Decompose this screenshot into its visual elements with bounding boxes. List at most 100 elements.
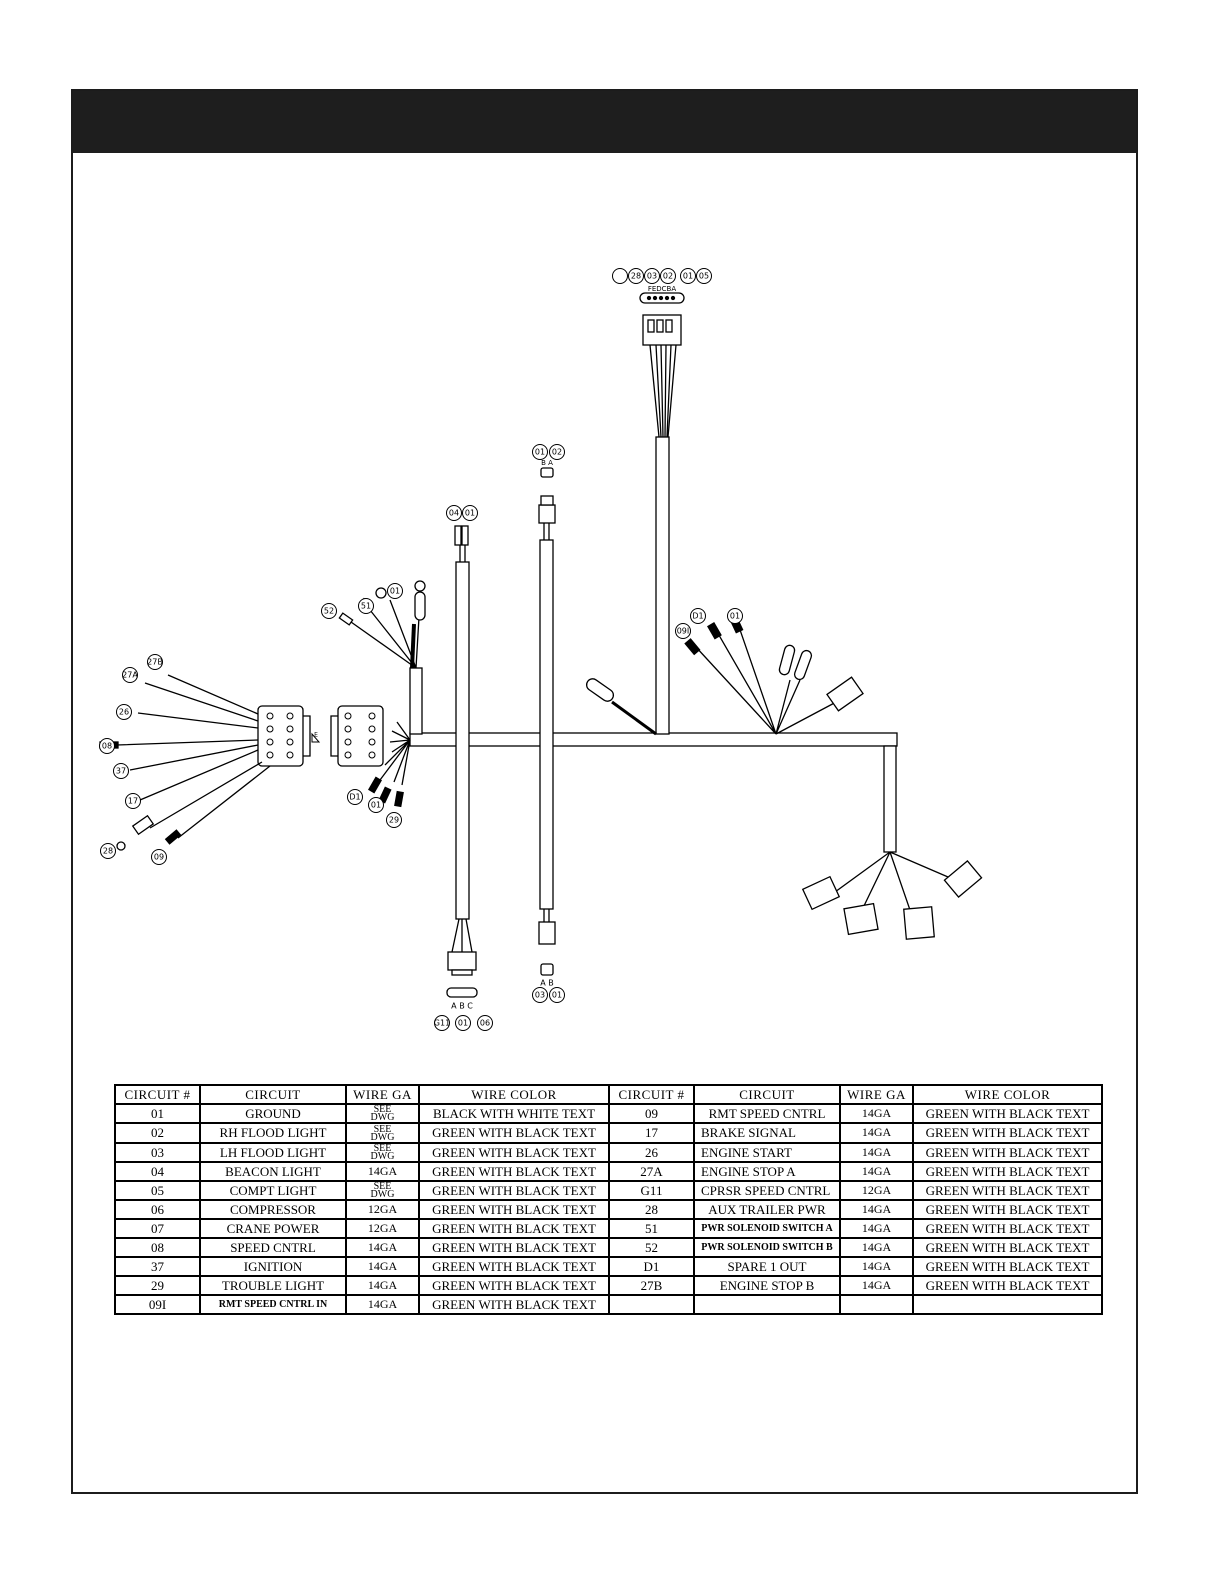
circuit-bubble <box>727 608 743 624</box>
wire-ga-cell: 12GA <box>839 1179 914 1202</box>
circuit-bubble-label: 01 <box>371 801 381 810</box>
header-circuit-number-2: CIRCUIT # <box>608 1084 695 1105</box>
circuit-bubble <box>358 598 374 614</box>
circuit-name-cell: CRANE POWER <box>199 1218 347 1239</box>
circuit-bubble-label: 01 <box>390 587 400 596</box>
circuit-number-cell: 52 <box>608 1237 695 1258</box>
wire-ga-cell: 14GA <box>839 1141 914 1163</box>
top-trunk <box>655 436 670 735</box>
circuit-name-cell: ENGINE START <box>693 1141 841 1163</box>
wire-color-cell: GREEN WITH BLACK TEXT <box>418 1141 610 1163</box>
circuit-bubble-label: 08 <box>102 742 112 751</box>
circuit-bubble <box>386 812 402 828</box>
wire-color-cell: GREEN WITH BLACK TEXT <box>912 1160 1103 1182</box>
circuit-number-cell: 09 <box>608 1102 695 1125</box>
circuit-bubble-label: 03 <box>647 272 657 281</box>
circuit-bubble-label: 01 <box>535 448 545 457</box>
circuit-name-cell: COMPT LIGHT <box>199 1179 347 1202</box>
wire-color-cell: GREEN WITH BLACK TEXT <box>418 1179 610 1202</box>
circuit-bubble <box>347 789 363 805</box>
circuit-name-cell: IGNITION <box>199 1256 347 1277</box>
wire-color-cell <box>912 1294 1103 1315</box>
circuit-number-cell: 03 <box>114 1141 201 1163</box>
circuit-bubble-label: 02 <box>552 448 562 457</box>
circuit-bubble <box>455 1015 471 1031</box>
wire-color-cell: GREEN WITH BLACK TEXT <box>912 1122 1103 1144</box>
circuit-number-cell: 26 <box>608 1141 695 1163</box>
circuit-bubble <box>660 268 676 284</box>
circuit-bubble <box>100 843 116 859</box>
circuit-bubble <box>690 608 706 624</box>
circuit-bubble <box>368 797 384 813</box>
wire-color-cell: GREEN WITH BLACK TEXT <box>418 1199 610 1220</box>
circuit-bubble <box>477 1015 493 1031</box>
wire-ga-cell: 14GA <box>839 1199 914 1220</box>
circuit-bubble <box>680 268 696 284</box>
circuit-number-cell: 37 <box>114 1256 201 1277</box>
circuit-number-cell: G11 <box>608 1179 695 1202</box>
top-connector-pins: FEDCBA <box>648 285 677 293</box>
header-wire-ga: WIRE GA <box>345 1084 420 1105</box>
circuit-bubble <box>99 738 115 754</box>
circuit-bubble <box>644 268 660 284</box>
wire-color-cell: GREEN WITH BLACK TEXT <box>912 1275 1103 1296</box>
circuit-bubble-label: G11 <box>434 1019 450 1028</box>
circuit-name-cell: RH FLOOD LIGHT <box>199 1122 347 1144</box>
wire-color-cell: BLACK WITH WHITE TEXT <box>418 1102 610 1125</box>
wire-ga-cell: 14GA <box>345 1237 420 1258</box>
circuit-name-cell: AUX TRAILER PWR <box>693 1199 841 1220</box>
circuit-number-cell: 08 <box>114 1237 201 1258</box>
circuit-bubble <box>612 268 628 284</box>
circuit-name-cell: CPRSR SPEED CNTRL <box>693 1179 841 1202</box>
circuit-number-cell <box>608 1294 695 1315</box>
circuit-bubble-label: 09I <box>677 627 690 636</box>
wire-color-cell: GREEN WITH BLACK TEXT <box>912 1179 1103 1202</box>
circuit-name-cell: SPEED CNTRL <box>199 1237 347 1258</box>
mid-connector-pins: B A <box>541 459 553 467</box>
circuit-number-cell: D1 <box>608 1256 695 1277</box>
circuit-bubble-label: 01 <box>730 612 740 621</box>
wire-color-cell: GREEN WITH BLACK TEXT <box>418 1275 610 1296</box>
circuit-number-cell: 29 <box>114 1275 201 1296</box>
circuit-number-cell: 02 <box>114 1122 201 1144</box>
circuit-bubble-label: D1 <box>692 612 703 621</box>
circuit-bubble-label: 04 <box>449 509 459 518</box>
circuit-bubble <box>116 704 132 720</box>
header-bar <box>71 89 1138 153</box>
circuit-name-cell: PWR SOLENOID SWITCH A <box>693 1218 841 1239</box>
circuit-bubble <box>446 505 462 521</box>
wire-ga-cell: 12GA <box>345 1199 420 1220</box>
header-circuit-2: CIRCUIT <box>693 1084 841 1105</box>
circuit-bubble-label: 02 <box>663 272 673 281</box>
circuit-bubble <box>434 1015 450 1031</box>
circuit-bubble-label: 27B <box>147 658 163 667</box>
wire-ga-cell: 14GA <box>839 1256 914 1277</box>
wire-ga-cell: 14GA <box>839 1122 914 1144</box>
circuit-bubble-label: 05 <box>699 272 709 281</box>
circuit-bubble <box>549 987 565 1003</box>
circuit-bubble <box>675 623 691 639</box>
wire-ga-cell: 14GA <box>345 1160 420 1182</box>
circuit-bubble-label: 37 <box>116 767 126 776</box>
circuit-bubble-label: 01 <box>552 991 562 1000</box>
circuit-name-cell: ENGINE STOP B <box>693 1275 841 1296</box>
circuit-bubble <box>532 444 548 460</box>
circuit-number-cell: 01 <box>114 1102 201 1125</box>
circuit-name-cell: LH FLOOD LIGHT <box>199 1141 347 1163</box>
circuit-bubble-label: 01 <box>458 1019 468 1028</box>
wire-ga-cell: 14GA <box>839 1275 914 1296</box>
